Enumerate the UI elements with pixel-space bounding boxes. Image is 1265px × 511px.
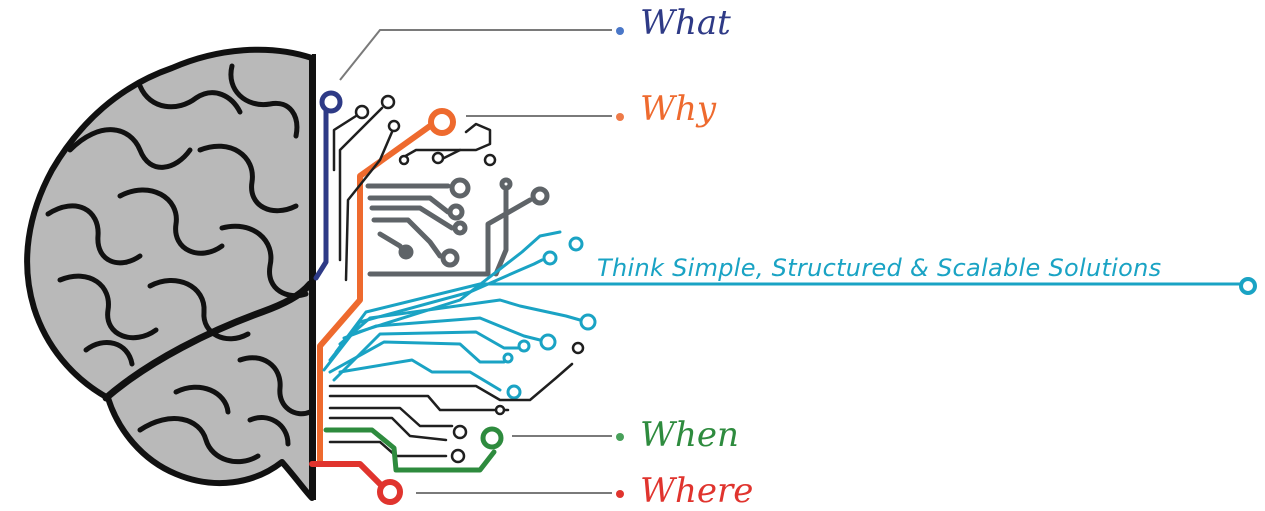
label-where: Where xyxy=(640,471,754,511)
brain-outline xyxy=(24,46,315,501)
lower-black-traces xyxy=(328,341,585,464)
upper-black-traces xyxy=(332,94,497,282)
label-when: When xyxy=(640,415,739,455)
label-dots xyxy=(616,27,624,498)
what-trace xyxy=(313,90,343,281)
when-trace xyxy=(323,426,504,473)
gray-traces xyxy=(365,177,550,277)
label-what: What xyxy=(640,3,731,43)
where-trace xyxy=(309,461,403,505)
brain-folds xyxy=(45,63,314,465)
why-trace xyxy=(317,108,456,465)
cyan-traces xyxy=(322,230,1242,400)
leader-lines xyxy=(339,29,612,494)
label-why: Why xyxy=(640,89,717,129)
tagline-end-node xyxy=(1239,277,1257,295)
brain-hemisphere xyxy=(24,46,315,501)
tagline: Think Simple, Structured & Scalable Solu… xyxy=(597,254,1162,282)
